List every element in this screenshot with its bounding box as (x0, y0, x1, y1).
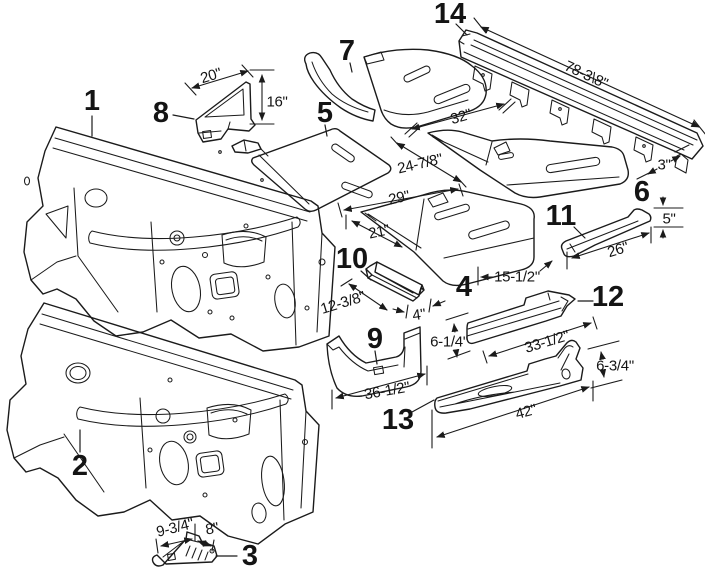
part-5-toe-board-drawing (231, 128, 392, 212)
dim-label-20in: 20" (198, 65, 223, 87)
part-6-floor-pan-drawing (427, 129, 630, 199)
part-number-1: 1 (84, 85, 100, 117)
part-number-13: 13 (382, 404, 414, 436)
part-13-rocker-panel-drawing (434, 339, 584, 414)
part-12-rocker-panel-drawing (466, 290, 576, 345)
dim-label-3in: 3" (657, 157, 670, 174)
dim-label-78-3-8in: 78-3\8" (562, 58, 611, 93)
dimension-labels: 20" 16" 78-3\8" 3" 32" 24-7/8" 29" 21" 1… (155, 58, 676, 541)
part-leader-lines (79, 23, 594, 557)
dimension-lines (155, 17, 705, 554)
part-number-11: 11 (546, 200, 577, 232)
dim-label-36-1-2in: 36-1/2" (363, 379, 411, 404)
dim-label-9-3-4in: 9-3/4" (155, 515, 196, 541)
dim-label-32in: 32" (449, 106, 474, 128)
part-1-firewall-drawing (23, 126, 336, 352)
part-number-12: 12 (592, 281, 624, 313)
part-number-3: 3 (242, 540, 258, 572)
dim-label-6-1-4in: 6-1/4" (430, 334, 468, 351)
dim-label-15-1-2in: 15-1/2" (494, 269, 540, 286)
dim-label-42in: 42" (514, 401, 539, 423)
part-number-labels: 1 2 3 4 5 6 7 8 9 10 11 12 13 14 (72, 0, 650, 572)
part-number-7: 7 (339, 35, 355, 67)
part-number-10: 10 (336, 243, 368, 275)
part-number-5: 5 (317, 97, 333, 129)
dim-label-26in: 26" (605, 239, 630, 261)
part-2-firewall-drawing (6, 302, 320, 545)
part-number-6: 6 (634, 176, 650, 208)
part-10-sill-channel-drawing (365, 261, 425, 302)
dim-label-21in: 21" (367, 221, 391, 242)
part-number-9: 9 (367, 323, 383, 355)
part-number-2: 2 (72, 450, 88, 482)
dim-label-12-3-8in: 12-3/8" (319, 288, 368, 318)
dim-label-8in: 8" (204, 519, 220, 538)
part-8-cowl-bracket-drawing (195, 81, 256, 143)
dim-label-29in: 29" (387, 187, 411, 208)
part-number-4: 4 (456, 271, 472, 303)
dim-label-5in: 5" (662, 211, 675, 228)
dim-label-4in: 4" (411, 306, 426, 325)
dim-label-16in: 16" (266, 94, 287, 111)
dim-label-33-1-2in: 33-1/2" (523, 327, 572, 357)
part-number-14: 14 (434, 0, 466, 30)
dim-label-24-7-8in: 24-7/8" (396, 151, 444, 178)
dim-label-6-3-4in: 6-3/4" (596, 358, 634, 375)
part-number-8: 8 (153, 97, 169, 129)
